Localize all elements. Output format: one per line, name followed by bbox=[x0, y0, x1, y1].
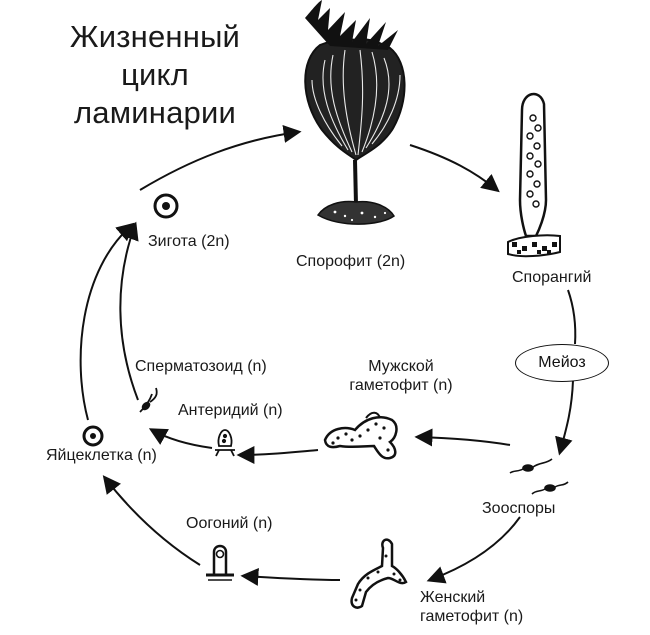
arrow-egg-to-zygote bbox=[79, 222, 135, 421]
antheridium-icon bbox=[215, 429, 235, 457]
title-line-3: ламинарии bbox=[74, 95, 236, 130]
arrow-zoospores-to-male bbox=[414, 428, 511, 447]
sporophyte-icon bbox=[304, 0, 406, 225]
label-egg: Яйцеклетка (n) bbox=[46, 447, 157, 464]
arrow-antheridium-to-egg bbox=[148, 428, 213, 449]
label-spermatozoid: Сперматозоид (n) bbox=[135, 358, 267, 375]
egg-cell-icon bbox=[82, 425, 104, 447]
arrow-zygote-to-sporophyte bbox=[139, 125, 302, 191]
label-zoospores: Зооспоры bbox=[482, 500, 556, 517]
arrow-spermatozoid-to-zygote bbox=[119, 221, 139, 401]
label-male-gametophyte-line1: Мужской bbox=[368, 358, 434, 375]
label-male-gametophyte: Мужской гаметофит (n) bbox=[336, 357, 466, 395]
arrow-sporophyte-to-sporangium bbox=[409, 144, 500, 193]
arrow-zoospores-to-female bbox=[426, 516, 521, 584]
arrow-sporangium-to-meiosis bbox=[567, 289, 577, 345]
label-antheridium: Антеридий (n) bbox=[178, 402, 283, 419]
title-line-2: цикл bbox=[121, 57, 189, 92]
label-male-gametophyte-line2: гаметофит (n) bbox=[349, 377, 453, 394]
oogonium-icon bbox=[206, 544, 234, 581]
label-female-gametophyte: Женский гаметофит (n) bbox=[420, 588, 523, 626]
diagram-title: Жизненный цикл ламинарии bbox=[40, 18, 270, 132]
male-gametophyte-icon bbox=[323, 411, 398, 460]
label-sporophyte: Спорофит (2n) bbox=[296, 253, 406, 270]
label-meiosis: Мейоз bbox=[538, 354, 586, 371]
sporangium-icon bbox=[507, 92, 561, 258]
arrow-oogonium-to-egg bbox=[102, 475, 201, 566]
title-line-1: Жизненный bbox=[69, 19, 241, 54]
zygote-icon bbox=[153, 193, 179, 219]
label-zygote: Зигота (2n) bbox=[148, 233, 230, 250]
spermatozoid-icon bbox=[139, 387, 158, 413]
label-sporangium: Спорангий bbox=[512, 269, 592, 286]
arrow-female-to-oogonium bbox=[240, 567, 341, 586]
arrow-meiosis-to-zoospores bbox=[555, 379, 574, 456]
label-female-gametophyte-line2: гаметофит (n) bbox=[420, 608, 524, 625]
arrow-male-to-antheridium bbox=[236, 445, 319, 464]
female-gametophyte-icon bbox=[350, 538, 408, 609]
zoospores-icon bbox=[509, 458, 569, 495]
label-oogonium: Оогоний (n) bbox=[186, 515, 273, 532]
label-female-gametophyte-line1: Женский bbox=[420, 589, 486, 606]
meiosis-ellipse: Мейоз bbox=[515, 344, 609, 382]
